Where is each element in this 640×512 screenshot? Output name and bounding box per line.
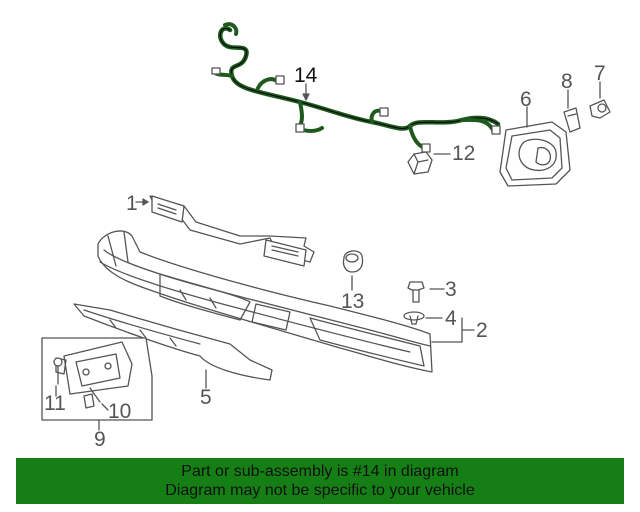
callout-5: 5: [200, 386, 212, 409]
callout-7: 7: [594, 62, 606, 85]
screw-part-11[interactable]: [53, 357, 63, 397]
banner-line-2: Diagram may not be specific to your vehi…: [165, 482, 475, 499]
leader-14: [302, 83, 310, 101]
banner-line-1: Part or sub-assembly is #14 in diagram: [181, 463, 459, 480]
bolt-part-3[interactable]: [407, 281, 445, 303]
parts-diagram: 1 2 3 4 5 6 7 8 9 10 11 12 13 14: [41, 22, 611, 451]
bumper-cover-part-2[interactable]: [97, 230, 475, 373]
callout-13: 13: [341, 290, 364, 313]
grommet-part-13[interactable]: [342, 250, 364, 291]
callout-10: 10: [108, 400, 131, 423]
bracket-part-8[interactable]: [563, 89, 581, 133]
upper-support-part-1[interactable]: [135, 195, 315, 267]
callout-9: 9: [94, 428, 106, 451]
sensor-part-12[interactable]: [407, 151, 451, 175]
callout-12: 12: [452, 142, 475, 165]
callout-labels: 1 2 3 4 5 6 7 8 9 10 11 12 13 14: [44, 62, 606, 451]
callout-11: 11: [44, 392, 66, 415]
pushpin-part-4[interactable]: [403, 311, 443, 325]
info-banner: Part or sub-assembly is #14 in diagram D…: [16, 458, 624, 504]
bolt-part-10[interactable]: [89, 387, 109, 411]
callout-3: 3: [445, 278, 457, 301]
callout-2: 2: [476, 319, 488, 342]
callout-6: 6: [520, 88, 532, 111]
wiring-harness-part-14[interactable]: [211, 22, 501, 153]
clip-part-7[interactable]: [589, 81, 611, 119]
fog-lamp-part-6[interactable]: [499, 106, 571, 187]
callout-8: 8: [561, 70, 573, 93]
callout-4: 4: [445, 307, 457, 330]
license-bracket-part-9[interactable]: [41, 337, 153, 431]
callout-14: 14: [294, 64, 318, 87]
callout-1: 1: [126, 192, 138, 215]
lower-valance-part-5[interactable]: [73, 303, 273, 389]
